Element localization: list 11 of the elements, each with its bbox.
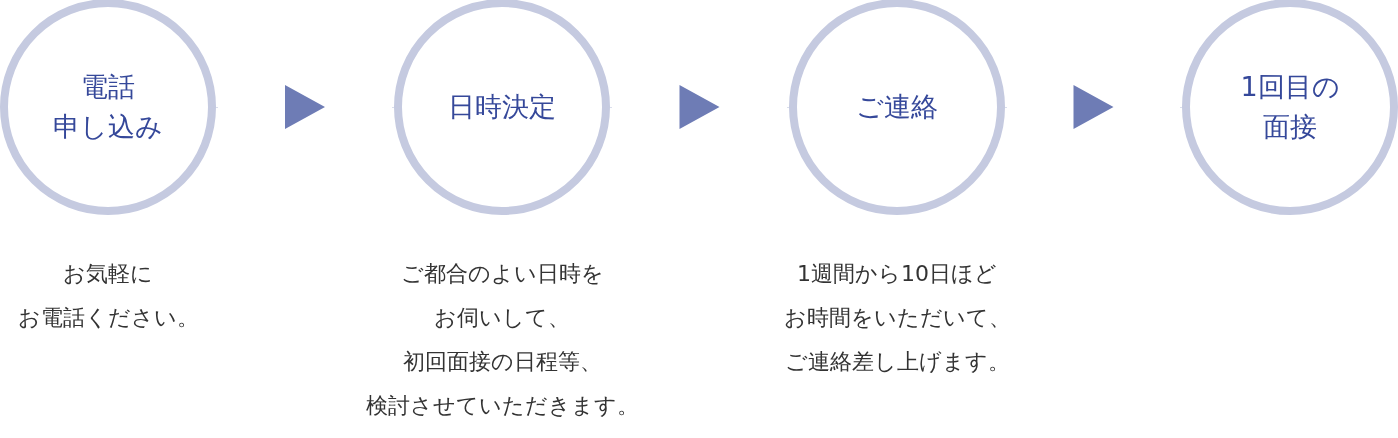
step-circle: [1182, 0, 1398, 215]
step-title: ご連絡: [856, 90, 938, 124]
step-circle: [789, 0, 1005, 215]
step-title: 日時決定: [448, 90, 556, 124]
step-circle: [0, 0, 216, 215]
step-description: お気軽にお電話ください。: [17, 260, 199, 332]
step-description: ご都合のよい日時をお伺いして、初回面接の日程等、検討させていただきます。: [365, 260, 639, 420]
step-title: 電話申し込み: [53, 70, 163, 144]
step-title: 1回目の面接: [1240, 70, 1340, 144]
step-description: 1週間から10日ほどお時間をいただいて、ご連絡差し上げます。: [783, 260, 1011, 376]
step-circle: [394, 0, 610, 215]
